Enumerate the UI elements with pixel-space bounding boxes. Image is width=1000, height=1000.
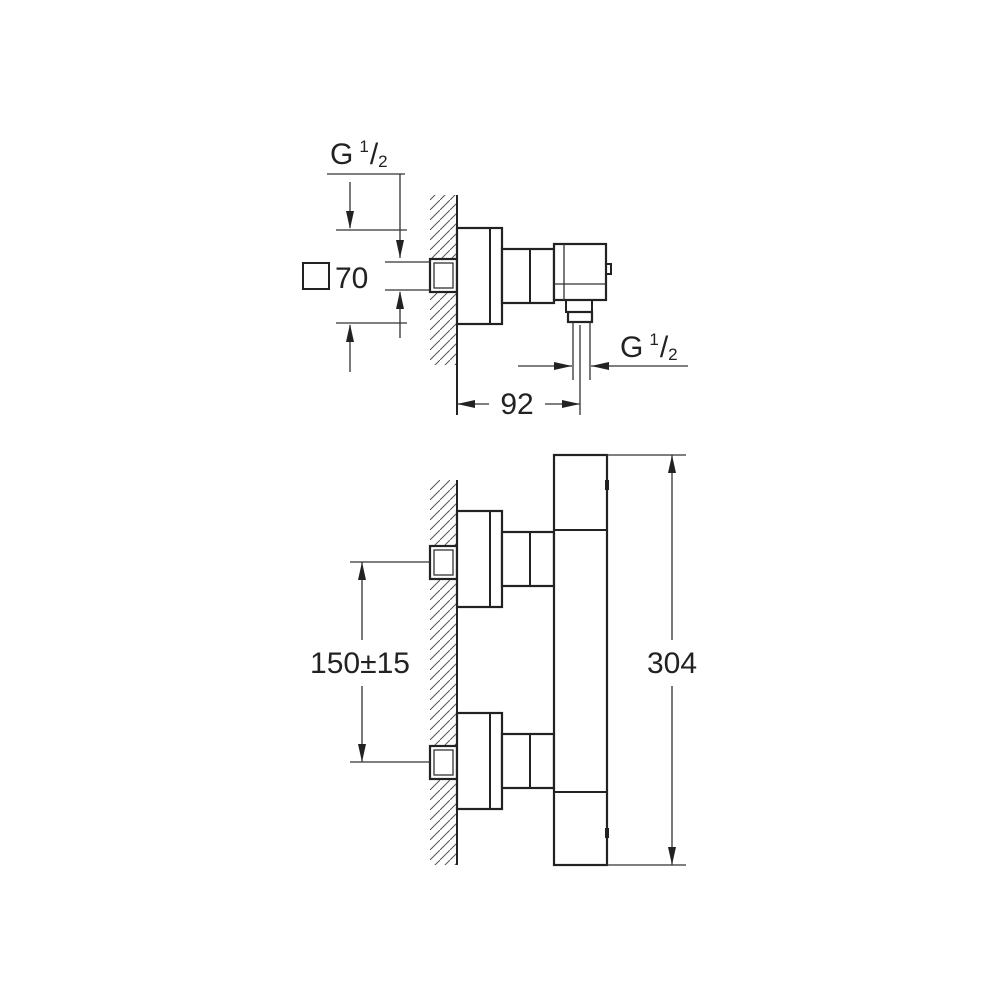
body-square-top bbox=[552, 242, 608, 302]
lower-connector bbox=[500, 732, 556, 790]
square-size-label: 70 bbox=[335, 262, 368, 295]
stub-dim-arrow bbox=[396, 291, 404, 309]
wall-hatching-front bbox=[430, 480, 457, 865]
inlet-stub-inner-top bbox=[433, 262, 454, 289]
outlet-thread-left-arrow bbox=[554, 362, 572, 370]
depth-label: 92 bbox=[500, 388, 533, 421]
front-view: 150±15 304 bbox=[310, 453, 697, 867]
lower-escutcheon bbox=[455, 711, 504, 811]
thermostat-body bbox=[552, 453, 609, 867]
outlet-thread-right-arrow bbox=[591, 362, 609, 370]
height-label: 304 bbox=[647, 647, 697, 680]
square-dim-upper-arrow bbox=[346, 211, 354, 229]
depth-dim-left-arrow bbox=[457, 400, 475, 408]
height-dim-lower-arrow bbox=[668, 847, 676, 865]
escutcheon-top bbox=[455, 226, 504, 326]
height-dim-upper-arrow bbox=[668, 455, 676, 473]
body-knob-top bbox=[605, 263, 612, 275]
upper-handle-mark bbox=[605, 480, 609, 490]
square-dim-lower-arrow bbox=[346, 324, 354, 342]
upper-escutcheon bbox=[455, 509, 504, 609]
square-symbol-icon bbox=[302, 262, 330, 290]
inlet-thread-arrow bbox=[396, 240, 404, 258]
spacing-dim-lower-arrow bbox=[358, 744, 366, 762]
outlet-nut-top bbox=[566, 310, 594, 324]
lower-handle-mark bbox=[605, 828, 609, 838]
depth-dim-right-arrow bbox=[562, 400, 580, 408]
inlet-spacing-label: 150±15 bbox=[310, 647, 410, 680]
spacing-dim-upper-arrow bbox=[358, 562, 366, 580]
lower-inlet-stub-inner bbox=[433, 749, 454, 776]
outlet-neck-top bbox=[565, 300, 593, 313]
upper-connector bbox=[500, 530, 556, 588]
upper-inlet-stub-inner bbox=[433, 549, 454, 576]
connector-top bbox=[500, 247, 556, 305]
